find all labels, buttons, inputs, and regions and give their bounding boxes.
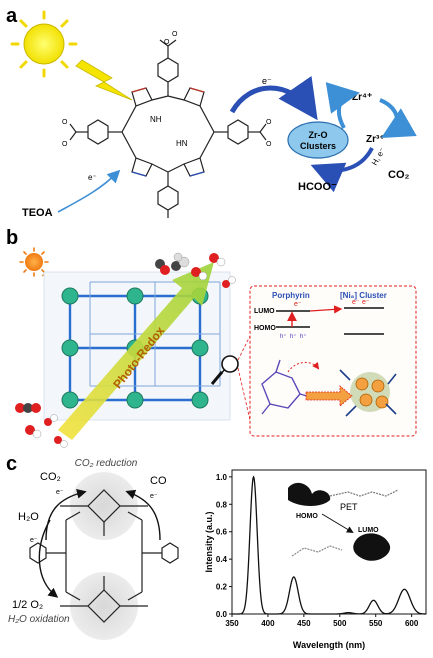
lightning-bolt-icon	[75, 59, 133, 101]
y-tick-label: 0.4	[216, 555, 228, 564]
reactant-molecules	[15, 403, 68, 448]
panel-c-letter: c	[6, 453, 17, 475]
x-tick-label: 600	[405, 619, 419, 628]
spectrum-line	[232, 475, 427, 615]
x-tick-label: 500	[333, 619, 347, 628]
h-plus-label: h⁺	[300, 333, 307, 340]
zr4-label: Zr⁴⁺	[352, 92, 372, 103]
porphyrin-label: Porphyrin	[272, 291, 310, 300]
oxidation-site	[70, 572, 138, 640]
lumo-label: LUMO	[358, 527, 379, 534]
product-molecules	[155, 252, 236, 288]
hn-label: HN	[176, 139, 188, 148]
electron-flow-arrow	[45, 488, 87, 541]
emission-chart: 350 400 450 500 550 600 0.0 0.2 0.4 0.6 0.8 1.0 Wa…	[204, 469, 427, 650]
y-tick-label: 0.8	[216, 500, 228, 509]
panel-a-letter: a	[6, 5, 18, 27]
magnifier-icon	[210, 335, 251, 421]
sun-icon	[10, 10, 78, 78]
oxygen-label: O	[62, 141, 68, 148]
homo-label: HOMO	[254, 325, 276, 332]
teoa-arrow	[57, 169, 121, 213]
y-axis-label: Intensity (a.u.)	[204, 511, 214, 572]
e-minus-label: e⁻	[362, 299, 370, 306]
oxygen-label: O	[172, 31, 178, 38]
zr-cycle-arrow	[379, 98, 417, 138]
x-tick-label: 350	[225, 619, 239, 628]
orbital-inset	[288, 482, 399, 561]
co-label: CO	[150, 475, 167, 487]
energy-inset	[249, 285, 417, 437]
homo-label: HOMO	[296, 513, 318, 520]
oxygen-label: O	[266, 141, 272, 148]
cluster-label-line2: Clusters	[300, 141, 336, 151]
nh-label: NH	[150, 115, 162, 124]
e-minus-label: e⁻	[56, 489, 64, 496]
oxygen-label: O	[266, 119, 272, 126]
co2-label: CO₂	[388, 169, 410, 181]
y-tick-label: 0.6	[216, 528, 228, 537]
e-minus-label: e⁻	[150, 493, 158, 500]
energy-levels	[276, 307, 384, 335]
teoa-electron-label: e⁻	[88, 173, 97, 182]
half-o2-label: 1/2 O₂	[12, 599, 43, 611]
electron-hop-arrow	[287, 361, 320, 373]
teoa-label: TEOA	[22, 207, 53, 219]
e-minus-label: e⁻	[352, 299, 360, 306]
y-tick-label: 0.0	[216, 610, 228, 619]
zr3-label: Zr³⁺	[366, 134, 385, 145]
co2-reduction-label: CO₂ reduction	[75, 458, 138, 469]
e-minus-label: e⁻	[30, 537, 38, 544]
electron-label: e⁻	[262, 76, 272, 86]
reduction-site	[70, 472, 138, 540]
lumo-label: LUMO	[254, 308, 275, 315]
co2-reduction-arrow	[310, 147, 374, 193]
x-tick-label: 550	[369, 619, 383, 628]
x-tick-label: 400	[261, 619, 275, 628]
x-tick-label: 450	[297, 619, 311, 628]
charge-transfer-arrow	[305, 385, 353, 407]
cluster-label: [Ni₈] Cluster	[340, 291, 387, 300]
porphyrin-network	[29, 489, 179, 623]
panel-b-letter: b	[6, 227, 18, 249]
formate-label: HCOO⁻	[298, 181, 337, 193]
electron-transfer-arrow	[229, 75, 318, 121]
pet-label: PET	[340, 502, 358, 512]
e-minus-label: e⁻	[294, 301, 302, 308]
h2o-oxidation-label: H₂O oxidation	[8, 614, 70, 625]
h2o-label: H₂O	[18, 511, 39, 523]
zr-o-cluster	[287, 121, 349, 159]
y-tick-label: 0.2	[216, 583, 228, 592]
y-tick-label: 1.0	[216, 473, 228, 482]
electron-flow-arrow	[125, 489, 161, 541]
cluster-label-line1: Zr-O	[309, 130, 328, 140]
h-plus-label: h⁺	[290, 333, 297, 340]
electron-transfer-arrow	[309, 305, 343, 314]
oxygen-label: O	[164, 39, 170, 46]
x-axis-label: Wavelength (nm)	[293, 640, 365, 650]
oxidation-arrow	[38, 519, 59, 598]
h-plus-label: h⁺	[280, 333, 287, 340]
zr-cycle-arrow	[325, 82, 360, 129]
photo-redox-arrow	[58, 262, 214, 440]
cluster-structure	[339, 369, 397, 417]
co2-label: CO₂	[40, 471, 61, 483]
oxygen-label: O	[62, 119, 68, 126]
porphyrin-molecule	[69, 39, 267, 218]
